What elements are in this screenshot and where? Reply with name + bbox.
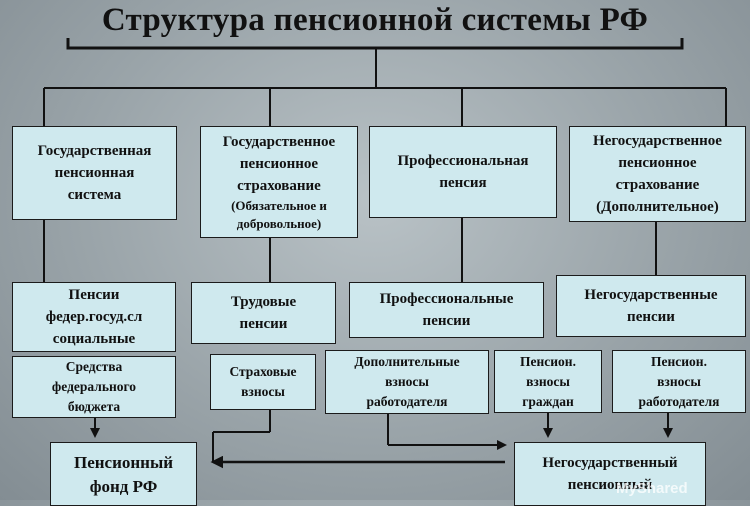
employer-contributions-box: Пенсион. взносы работодателя [612,350,746,413]
pension-fund-rf-box: Пенсионный фонд РФ [50,442,197,506]
professional-pension-box: Профессиональная пенсия [369,126,557,218]
labor-pensions-box: Трудовые пенсии [191,282,336,344]
state-pension-insurance-box: Государственное пенсионное страхование (… [200,126,358,238]
professional-pensions-box: Профессиональные пенсии [349,282,544,338]
watermark: MyShared [616,480,688,497]
nonstate-pensions-box: Негосударственные пенсии [556,275,746,337]
nonstate-pension-insurance-box: Негосударственное пенсионное страхование… [569,126,746,222]
citizen-contributions-box: Пенсион. взносы граждан [494,350,602,413]
nonstate-pension-fund-box: Негосударственный пенсионный [514,442,706,506]
federal-budget-box: Средства федерального бюджета [12,356,176,418]
federal-pensions-box: Пенсии федер.госуд.сл социальные [12,282,176,352]
state-pension-system-box: Государственная пенсионная система [12,126,177,220]
employer-additional-contributions-box: Дополнительные взносы работодателя [325,350,489,414]
title-bracket [66,38,684,50]
diagram-title: Структура пенсионной системы РФ [101,2,649,38]
insurance-contributions-box: Страховые взносы [210,354,316,410]
